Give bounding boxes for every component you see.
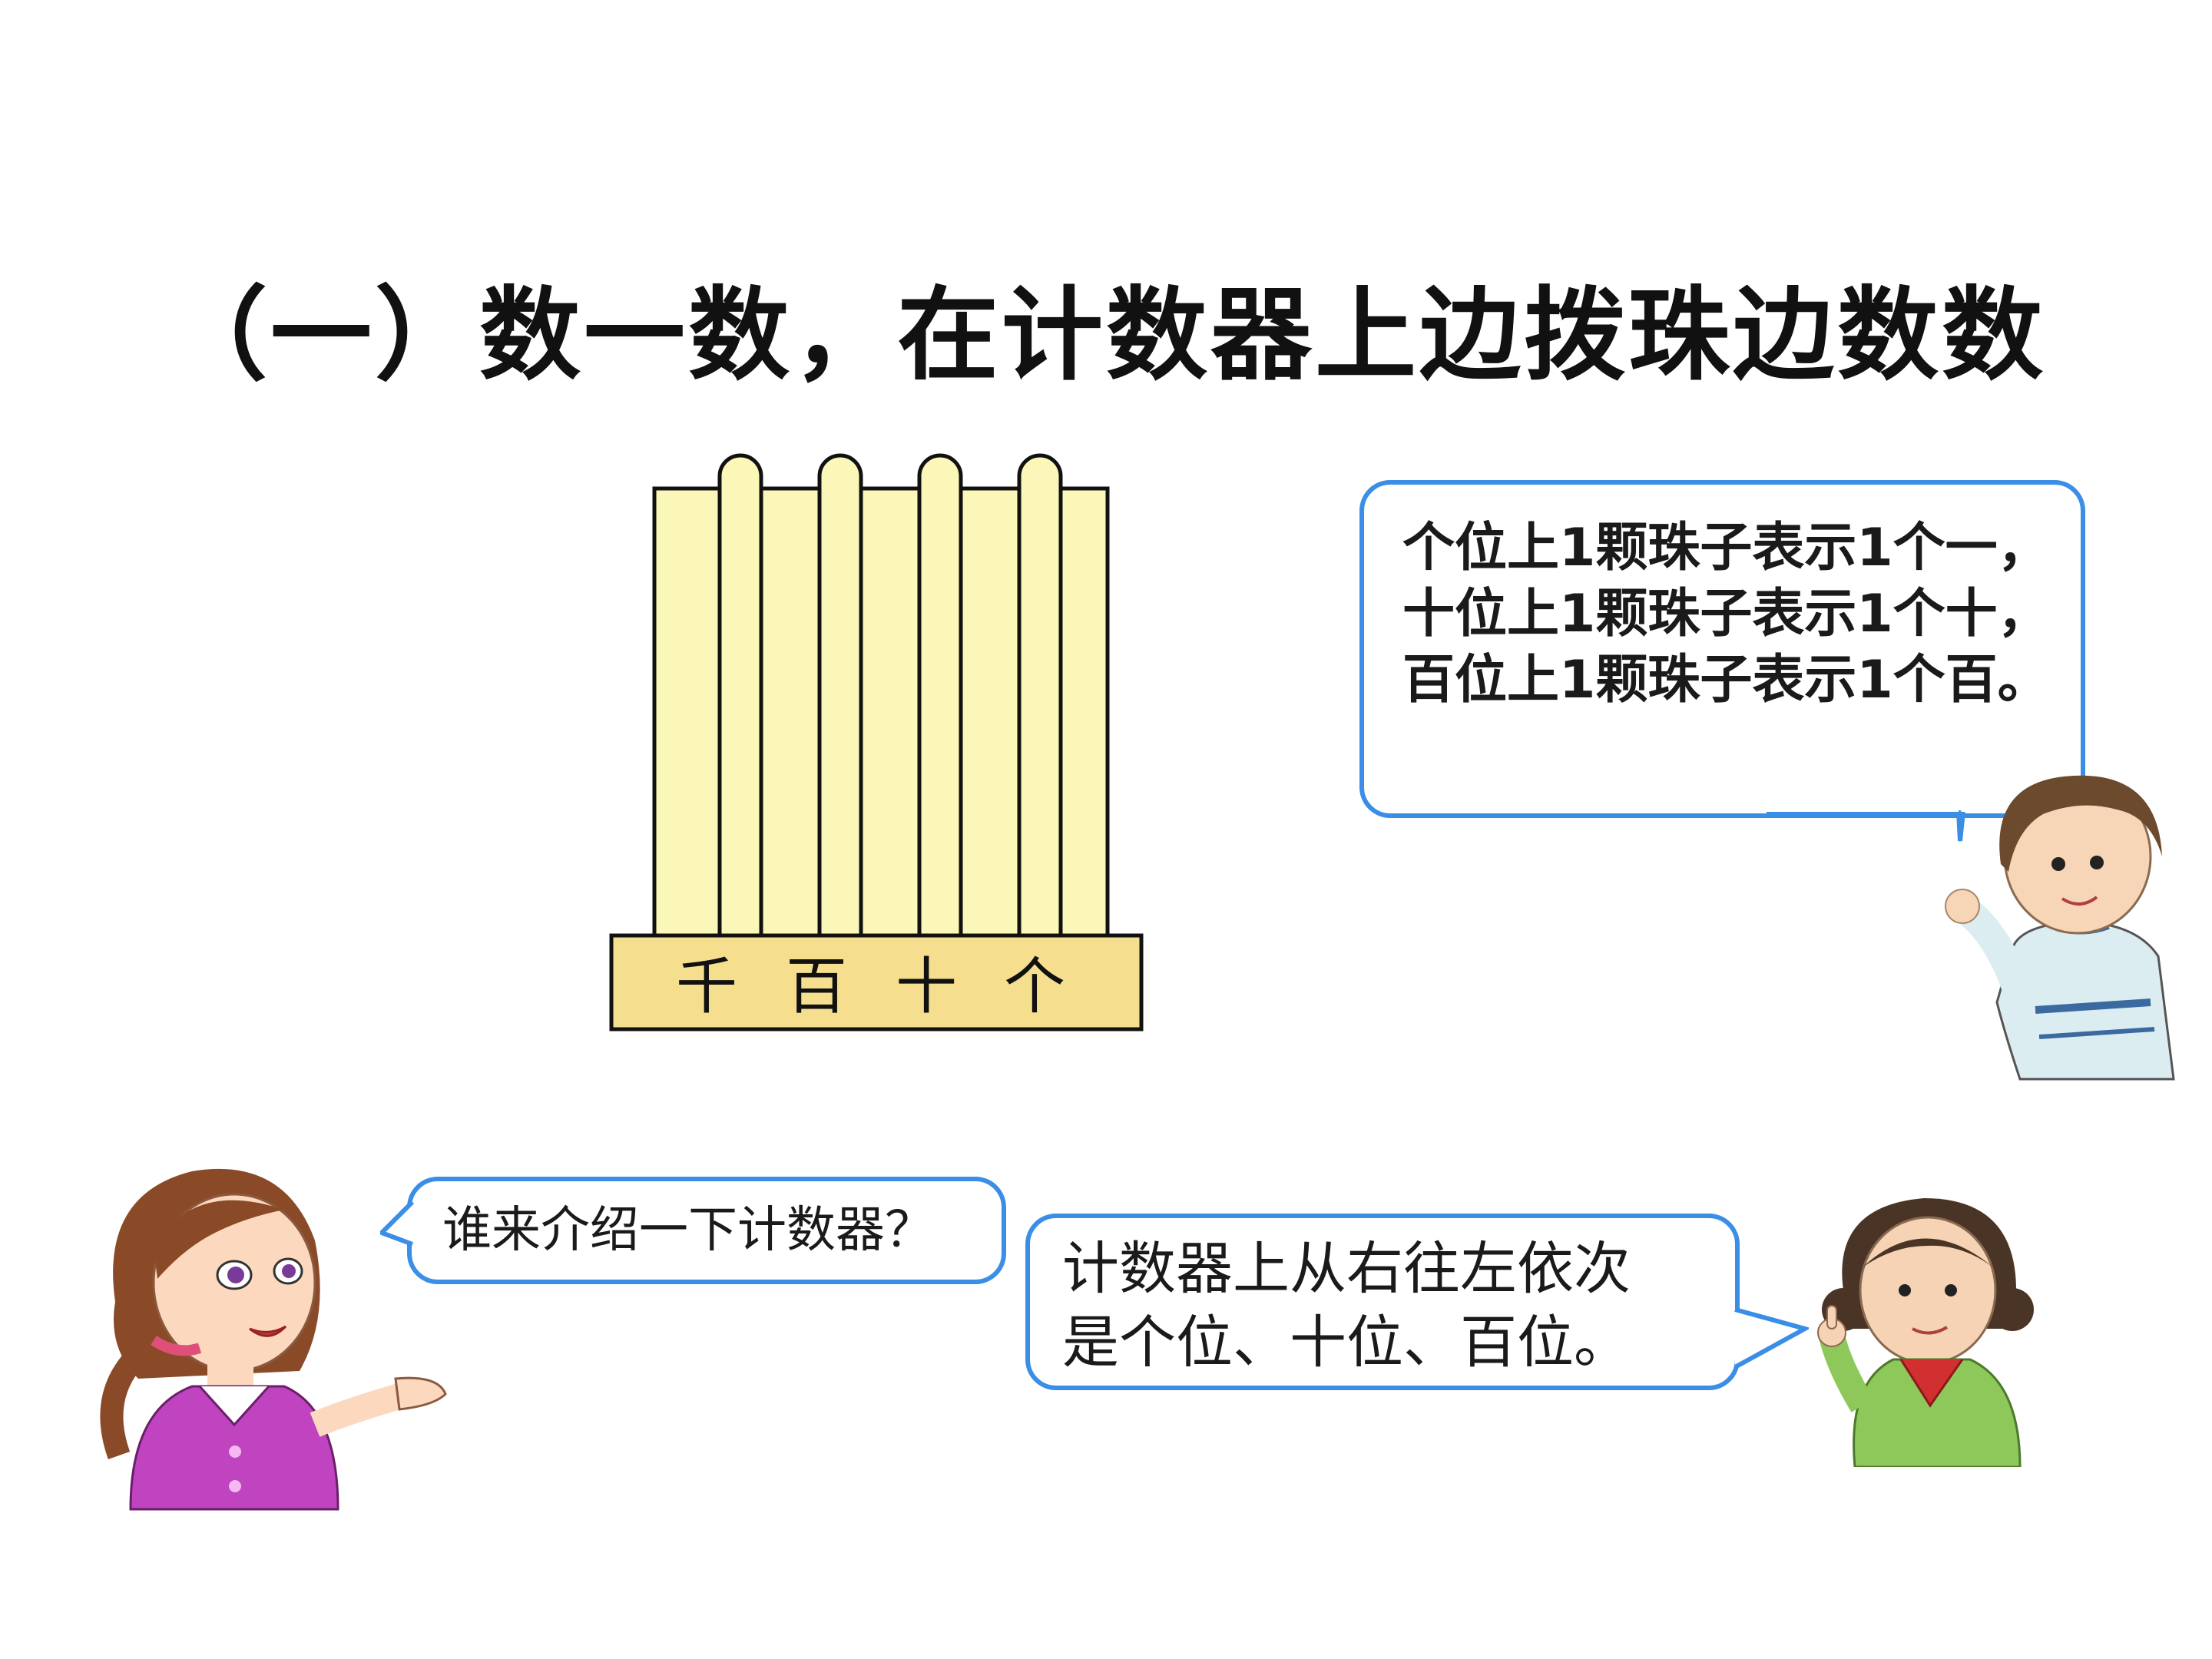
place-label-ones: 个 <box>1004 951 1065 1022</box>
abacus-rod-tens[interactable] <box>917 453 963 938</box>
girl-bubble-tail <box>1734 1307 1809 1369</box>
boy-illustration-icon <box>1945 775 2175 1081</box>
boy-speech-line-3: 百位上1颗珠子表示1个百。 <box>1402 650 2050 710</box>
boy-bubble-tail <box>1767 810 1965 842</box>
teacher-speech-text: 谁来介绍一下计数器？ <box>442 1202 934 1259</box>
teacher-speech-bubble: 谁来介绍一下计数器？ <box>407 1177 1006 1284</box>
girl-speech-bubble: 计数器上从右往左依次 是个位、十位、百位。 <box>1025 1214 1740 1390</box>
place-label-thousands: 千 <box>676 951 737 1022</box>
place-label-hundreds: 百 <box>786 951 847 1022</box>
girl-speech-line-1: 计数器上从右往左依次 <box>1062 1236 1631 1302</box>
page-title: （一）数一数，在计数器上边拨珠边数数 <box>166 276 2046 395</box>
girl-illustration-icon <box>1817 1198 2034 1467</box>
abacus-rod-thousands[interactable] <box>717 453 763 938</box>
teacher-bubble-tail <box>380 1200 415 1247</box>
abacus-base <box>609 933 1144 1031</box>
counter-abacus: 千 百 十 个 <box>609 453 1144 1031</box>
boy-speech-bubble: 个位上1颗珠子表示1个一， 十位上1颗珠子表示1个十， 百位上1颗珠子表示1个百… <box>1359 480 2085 818</box>
abacus-rod-ones[interactable] <box>1017 453 1063 938</box>
boy-speech-line-2: 十位上1颗珠子表示1个十， <box>1402 584 2050 644</box>
place-label-tens: 十 <box>896 951 957 1022</box>
abacus-rod-hundreds[interactable] <box>817 453 863 938</box>
girl-speech-line-2: 是个位、十位、百位。 <box>1062 1310 1631 1376</box>
teacher-illustration-icon <box>100 1168 447 1511</box>
boy-speech-line-1: 个位上1颗珠子表示1个一， <box>1402 518 2050 578</box>
